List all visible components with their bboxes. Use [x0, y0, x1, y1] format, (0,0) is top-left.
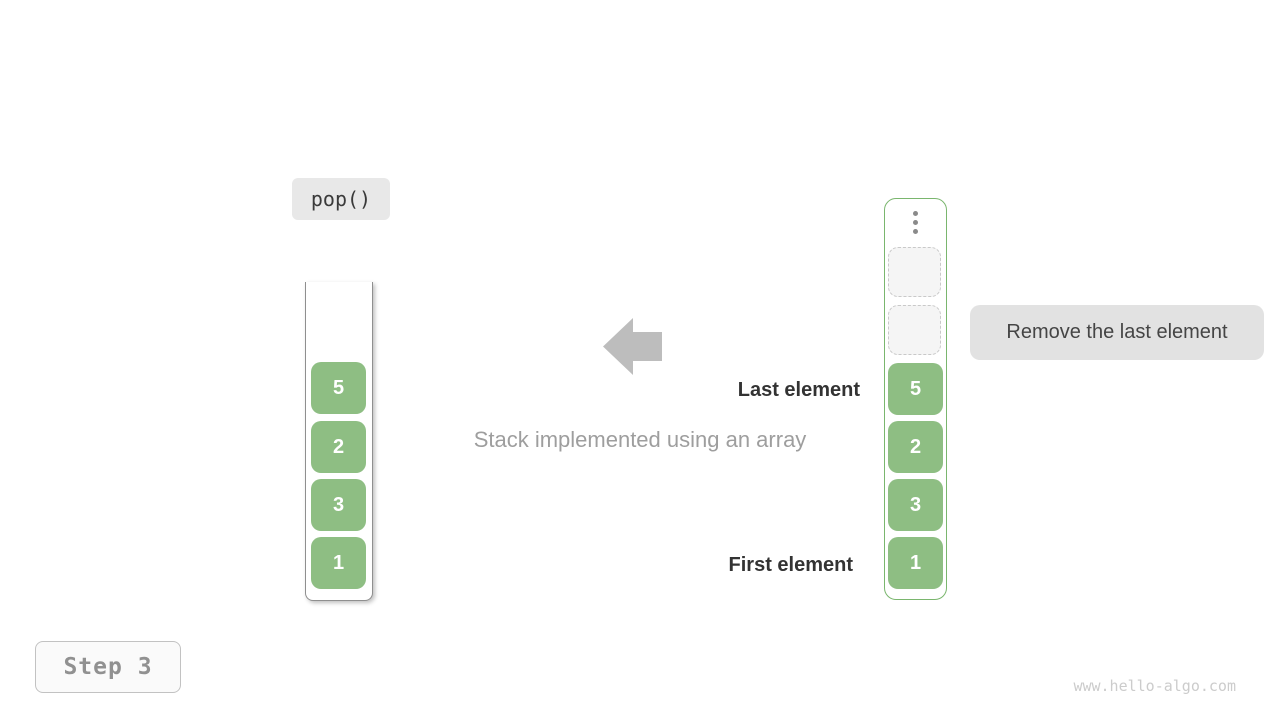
array-cell: 2 — [888, 421, 943, 473]
array-cell: 5 — [888, 363, 943, 415]
diagram-caption: Stack implemented using an array — [473, 427, 807, 452]
stack-container: 5 2 3 1 — [305, 282, 373, 601]
operation-badge: pop() — [292, 178, 390, 220]
stack-cell: 2 — [311, 421, 366, 473]
watermark: www.hello-algo.com — [1073, 677, 1236, 695]
last-element-label: Last element — [737, 379, 860, 401]
array-cell: 3 — [888, 479, 943, 531]
stack-cell: 1 — [311, 537, 366, 589]
array-cell: 1 — [888, 537, 943, 589]
stack-cell: 5 — [311, 362, 366, 414]
tooltip: Remove the last element — [970, 305, 1264, 360]
vertical-ellipsis-icon — [885, 211, 946, 234]
left-arrow-icon — [603, 318, 662, 375]
empty-slot — [888, 247, 941, 297]
empty-slot — [888, 305, 941, 355]
array-container: 5 2 3 1 — [884, 198, 947, 600]
first-element-label: First element — [728, 554, 853, 576]
step-badge: Step 3 — [35, 641, 181, 693]
stack-cell: 3 — [311, 479, 366, 531]
